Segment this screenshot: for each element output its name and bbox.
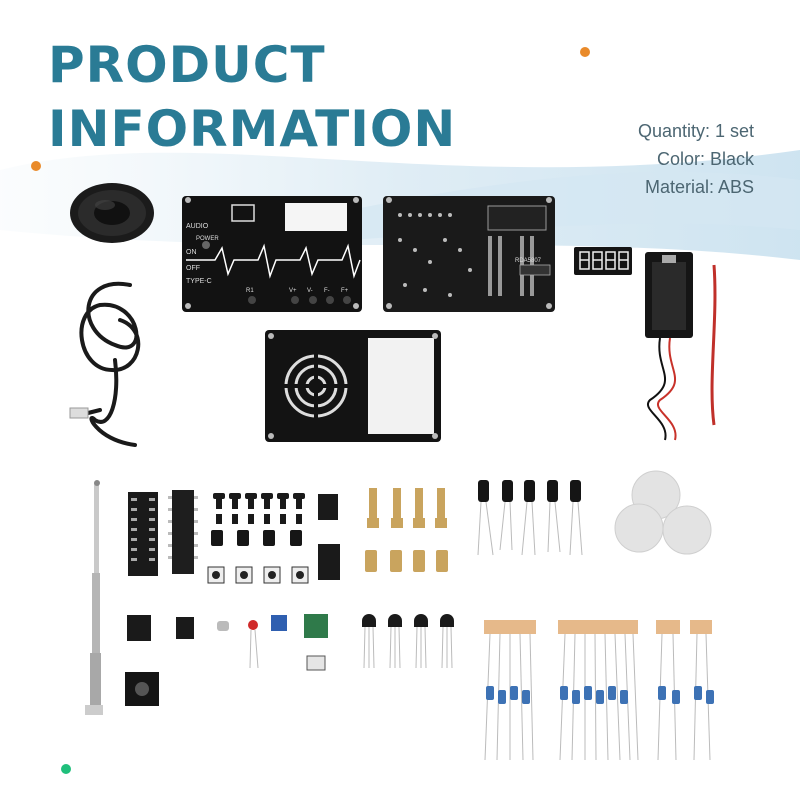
pcb-label-on: ON [186,249,197,256]
telescopic-antenna [85,480,103,715]
screws [213,493,305,524]
usb-cable-icon [69,281,141,447]
black-spacers [211,530,302,546]
tact-switches [207,566,309,584]
spec-color: Color: Black [656,149,754,169]
pcb-label-type-c: TYPE-C [186,278,212,285]
ic-chip [168,490,198,574]
resistor-strips [484,620,714,761]
pcb-label-off: OFF [186,265,200,272]
small-parts [125,614,328,706]
pcb-label-vplus: V+ [289,288,297,294]
seven-segment-display [574,247,632,275]
pcb-label-r1: R1 [246,288,254,294]
orange-dot-left [31,161,41,171]
pcb-label-fminus: F- [324,288,330,294]
main-pcb: RDA5807 [383,196,555,312]
capacitors [477,480,583,556]
spec-quantity: Quantity: 1 set [637,121,754,141]
brass-standoffs [365,488,448,572]
pcb-label-vminus: V- [307,288,313,294]
spec-material: Material: ABS [644,177,754,197]
speaker-icon [70,183,154,243]
pcb-label-fplus: F+ [341,288,349,294]
red-wire [710,264,717,426]
green-dot [61,764,71,774]
pcb-label-chip: RDA5807 [515,258,542,264]
ic-socket [128,492,158,576]
transistors [362,614,454,669]
orange-dot-top [580,47,590,57]
pcb-label-audio: AUDIO [186,223,209,230]
specs-block: Quantity: 1 set Color: Black Material: A… [638,117,754,201]
front-panel-pcb: AUDIO POWER ON OFF TYPE-C R1 V+ V- F- F+ [182,196,362,312]
acrylic-panel [265,330,441,442]
battery-holder [645,252,693,441]
small-ic-socket [318,494,340,580]
title-line-1: PRODUCT [48,36,326,94]
foam-pads [614,470,712,555]
pcb-label-power: POWER [196,236,219,242]
title-line-2: INFORMATION [48,100,457,158]
